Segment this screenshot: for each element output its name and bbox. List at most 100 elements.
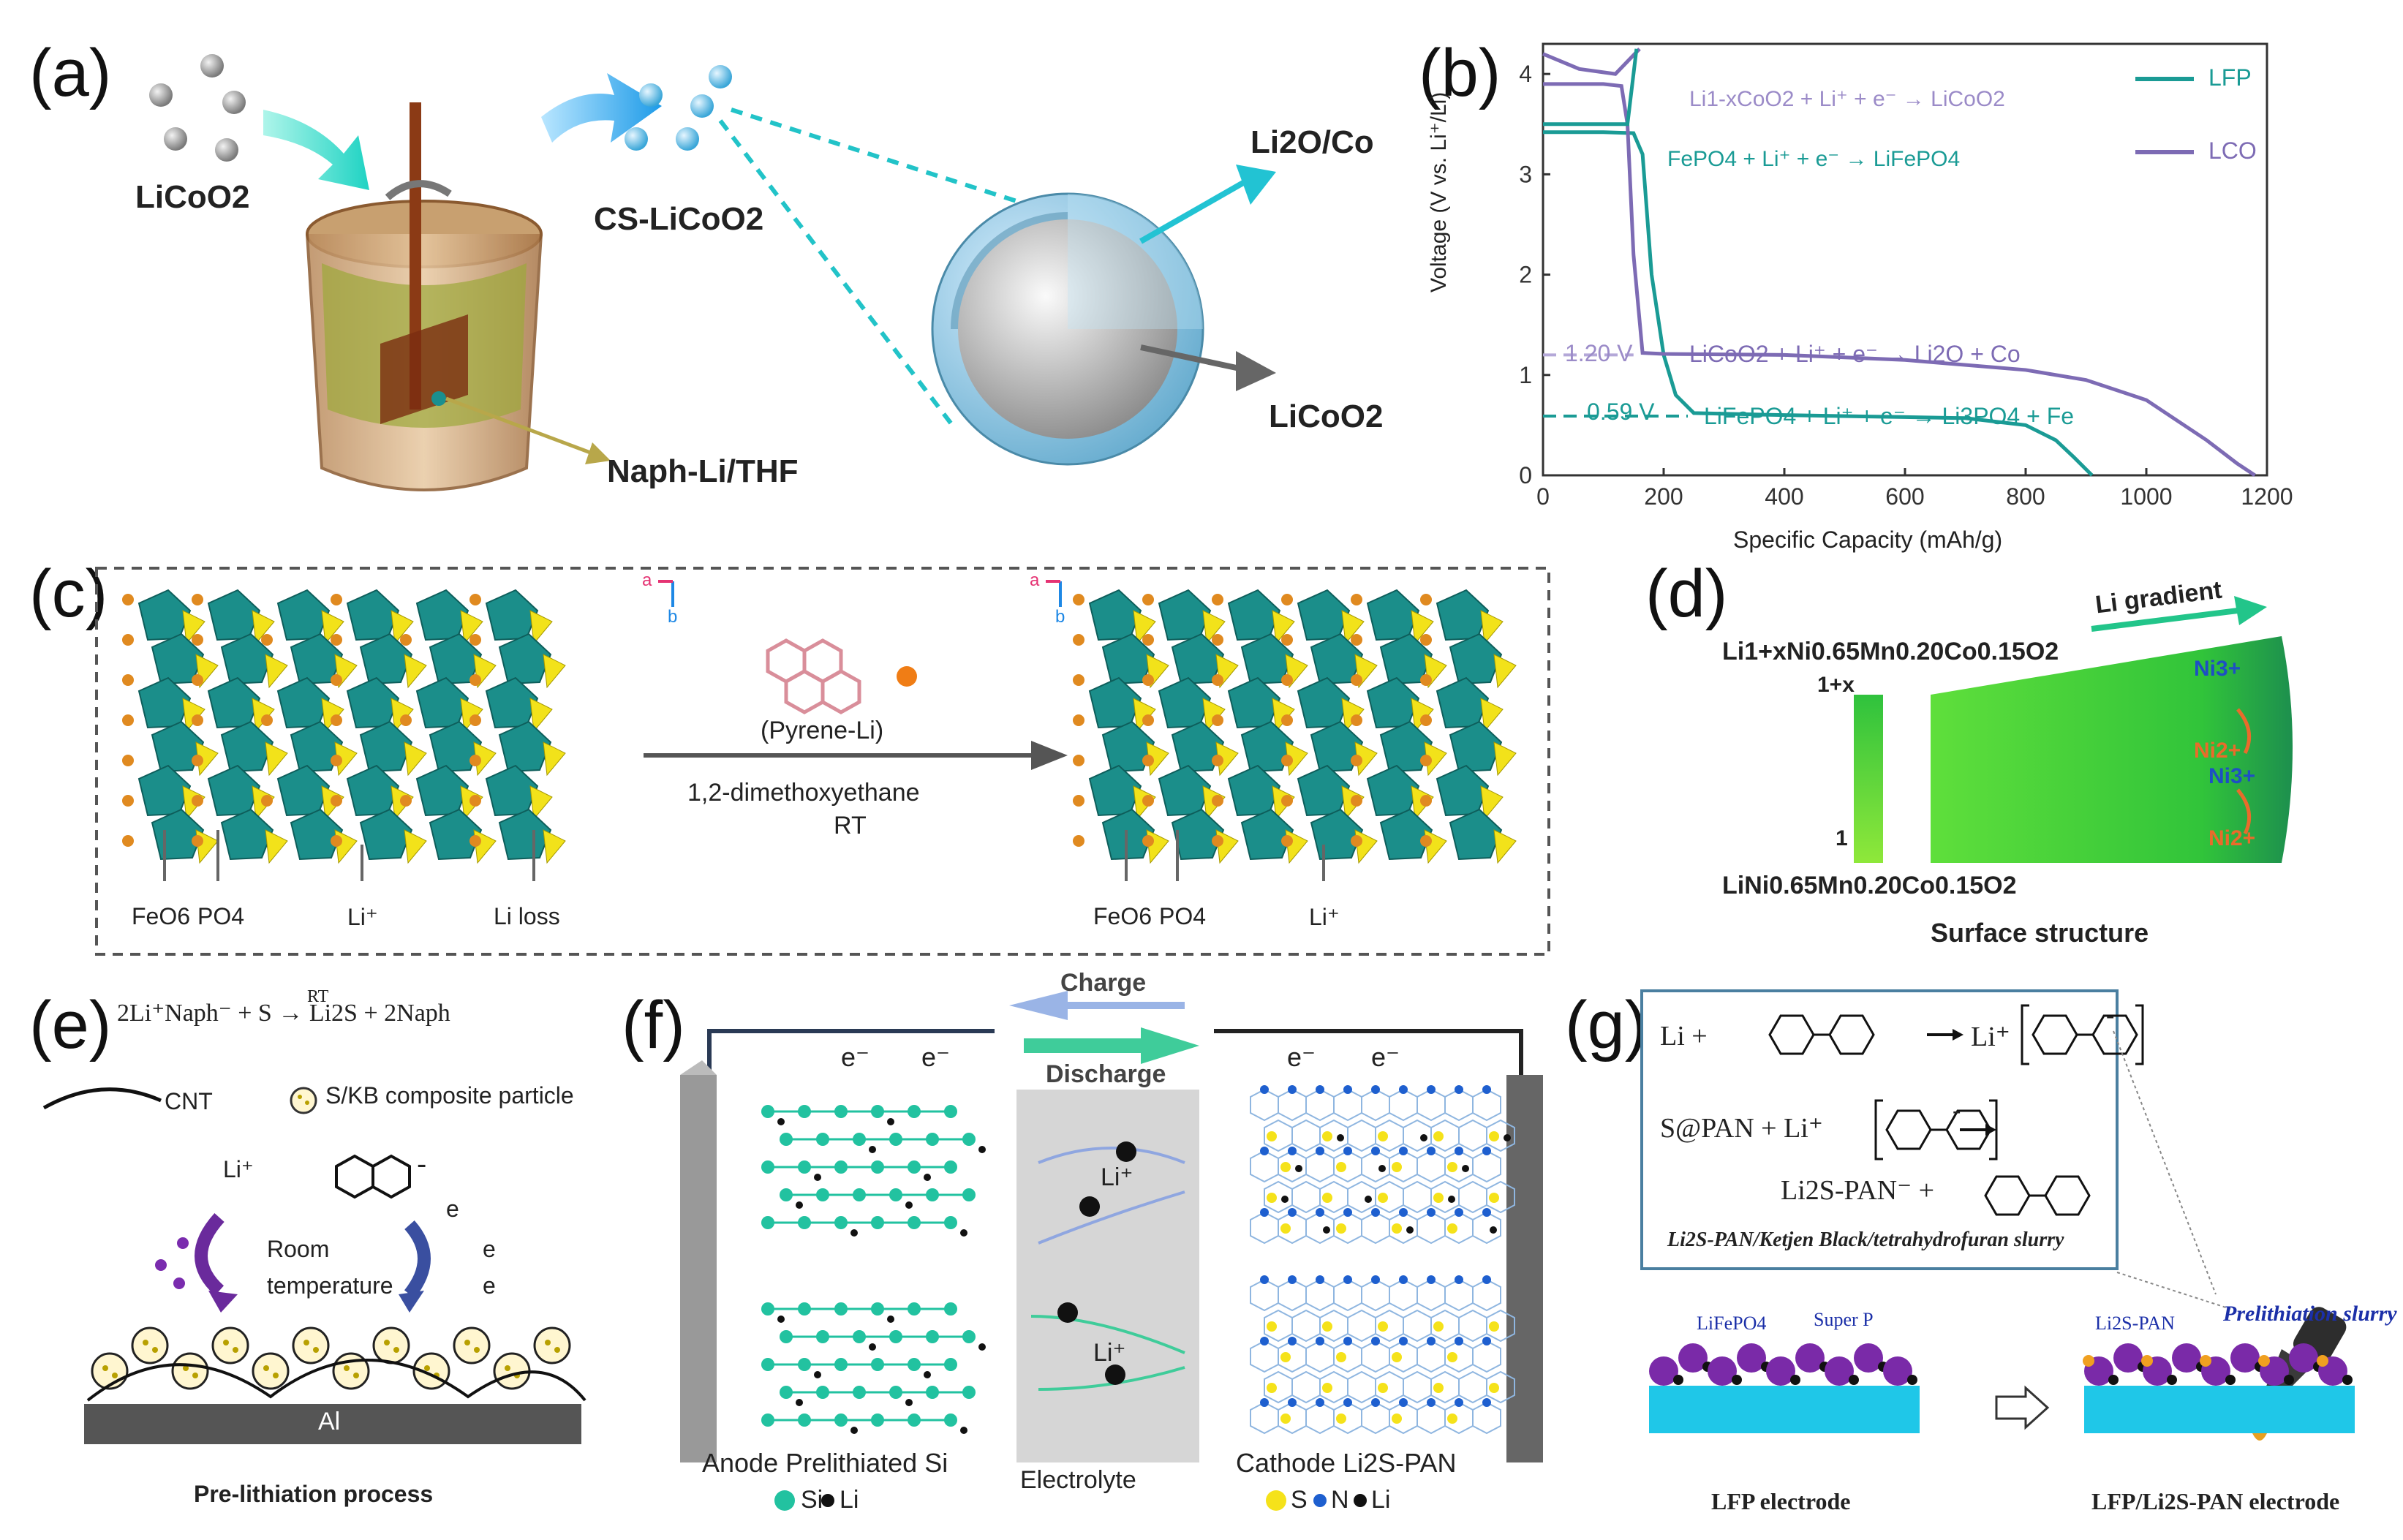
x-tick-label: 600: [1885, 483, 1924, 510]
feo6-octahedron: [207, 676, 261, 729]
pan-ring: [1250, 1150, 1279, 1183]
li-ion-site: [1142, 594, 1154, 605]
po4-tetrahedron: [404, 741, 427, 777]
si-atom: [962, 1133, 976, 1146]
n-atom: [1455, 1208, 1463, 1217]
pan-ring: [1250, 1211, 1279, 1245]
s-atom: [1392, 1352, 1402, 1362]
x-tick-label: 200: [1644, 483, 1683, 510]
feo6-octahedron: [415, 589, 469, 641]
s-atom: [1378, 1193, 1388, 1203]
sulfur-dot: [344, 1365, 350, 1371]
li-ion-site: [1073, 835, 1084, 847]
s-atom: [1489, 1321, 1499, 1332]
n-atom: [1399, 1208, 1408, 1217]
annotation-lco-reaction: LiCoO2 + Li⁺ + e⁻ → Li2O + Co: [1689, 341, 2021, 367]
s-atom: [1433, 1193, 1444, 1203]
li-ion-site: [331, 674, 342, 686]
sulfur-dot: [102, 1365, 108, 1371]
li-ion-site: [469, 634, 481, 646]
n-atom: [1316, 1398, 1324, 1407]
sulfur-dot: [192, 1373, 198, 1378]
pan-ring: [1444, 1088, 1474, 1122]
n-atom: [1288, 1147, 1297, 1155]
pan-ring: [1291, 1180, 1321, 1214]
feo6-octahedron: [346, 676, 400, 729]
po4-tetrahedron: [1493, 741, 1517, 777]
li-ion-site: [192, 755, 203, 766]
feo6-octahedron: [1227, 589, 1281, 641]
panel-d: Li1+xNi0.65Mn0.20Co0.15O2 Li gradient 1+…: [1711, 570, 2399, 965]
pan-ring: [1389, 1088, 1418, 1122]
s-atom: [1447, 1223, 1457, 1234]
superp-particle: [1732, 1375, 1742, 1385]
pan-ring: [1486, 1180, 1515, 1214]
feo6-octahedron: [1240, 808, 1294, 861]
n-atom: [1316, 1085, 1324, 1094]
n-atom: [1288, 1337, 1297, 1345]
s-atom: [1433, 1131, 1444, 1141]
superp-particle: [1849, 1375, 1859, 1385]
pan-ring: [1361, 1340, 1390, 1373]
s-atom: [1378, 1131, 1388, 1141]
n-atom: [1260, 1398, 1269, 1407]
naph-minus: -: [417, 1148, 427, 1180]
po4-tetrahedron: [1202, 610, 1226, 645]
n-atom: [1482, 1275, 1491, 1284]
si-atom: [944, 1105, 957, 1118]
po4-tetrahedron: [1341, 610, 1365, 645]
po4-tetrahedron: [1133, 610, 1156, 645]
skb-particle: [453, 1326, 491, 1365]
pan-ring: [1403, 1370, 1432, 1404]
biphenyl-anion-2-ring-1: [1885, 1109, 1932, 1150]
po4-tetrahedron: [1480, 785, 1504, 820]
li-ion-site: [1212, 755, 1223, 766]
sulfur-dot: [505, 1365, 510, 1371]
li-ion-site: [331, 835, 342, 847]
si-atom: [962, 1188, 976, 1201]
li-atom: [777, 1316, 785, 1323]
feo6-octahedron: [1436, 589, 1490, 641]
li2o-co-label: Li2O/Co: [1250, 124, 1374, 160]
li-atom: [850, 1427, 858, 1434]
li-atom: [814, 1174, 821, 1181]
li-ion-site: [1420, 674, 1432, 686]
bracket-left-2: [1874, 1099, 1883, 1160]
po4-tetrahedron: [1493, 829, 1517, 864]
li-atom: [1365, 1196, 1372, 1203]
slurry-prelithiation-diagram: [1640, 989, 2355, 1441]
biphenyl-reactant-ring-1: [1768, 1014, 1815, 1055]
sulfur-dot: [152, 1347, 158, 1353]
li-ion-top: Li⁺: [1101, 1163, 1133, 1191]
po4-tetrahedron: [529, 610, 553, 645]
label-feo6-right: FeO6: [1093, 903, 1153, 929]
li-ion-site: [122, 755, 134, 766]
li-ion-site: [192, 634, 203, 646]
li-atom: [777, 1118, 785, 1125]
pan-ring: [1347, 1370, 1376, 1404]
legend-si: Si: [801, 1486, 823, 1514]
lithiation-equation: 2Li⁺Naph⁻ + S → Li2S + 2Naph: [117, 1000, 450, 1027]
slurry-description: Li2S-PAN/Ketjen Black/tetrahydrofuran sl…: [1667, 1228, 2064, 1251]
lfp-electrode-caption: LFP electrode: [1711, 1488, 1851, 1514]
cs-licoo2-label: CS-LiCoO2: [594, 201, 764, 237]
li-ion-site: [122, 674, 134, 686]
n-atom: [1427, 1147, 1436, 1155]
n-atom: [1288, 1398, 1297, 1407]
sulfur-dot: [233, 1347, 238, 1353]
biphenyl-product-ring-2: [2044, 1175, 2091, 1216]
n-atom: [1260, 1208, 1269, 1217]
n-atom: [1455, 1398, 1463, 1407]
li-ion-site: [1281, 674, 1293, 686]
feo6-octahedron: [1366, 589, 1420, 641]
skb-particle: [292, 1326, 330, 1365]
pan-ring: [1347, 1309, 1376, 1343]
li-ion-site: [1212, 674, 1223, 686]
pan-ring: [1347, 1119, 1376, 1152]
electron-left-1: e⁻: [841, 1042, 870, 1072]
surface-structure-caption: Surface structure: [1931, 918, 2149, 948]
n-atom: [1455, 1085, 1463, 1094]
li-ion-site: [1420, 835, 1432, 847]
reagent-label: (Pyrene-Li): [761, 717, 884, 744]
li-ion-site: [122, 835, 134, 847]
